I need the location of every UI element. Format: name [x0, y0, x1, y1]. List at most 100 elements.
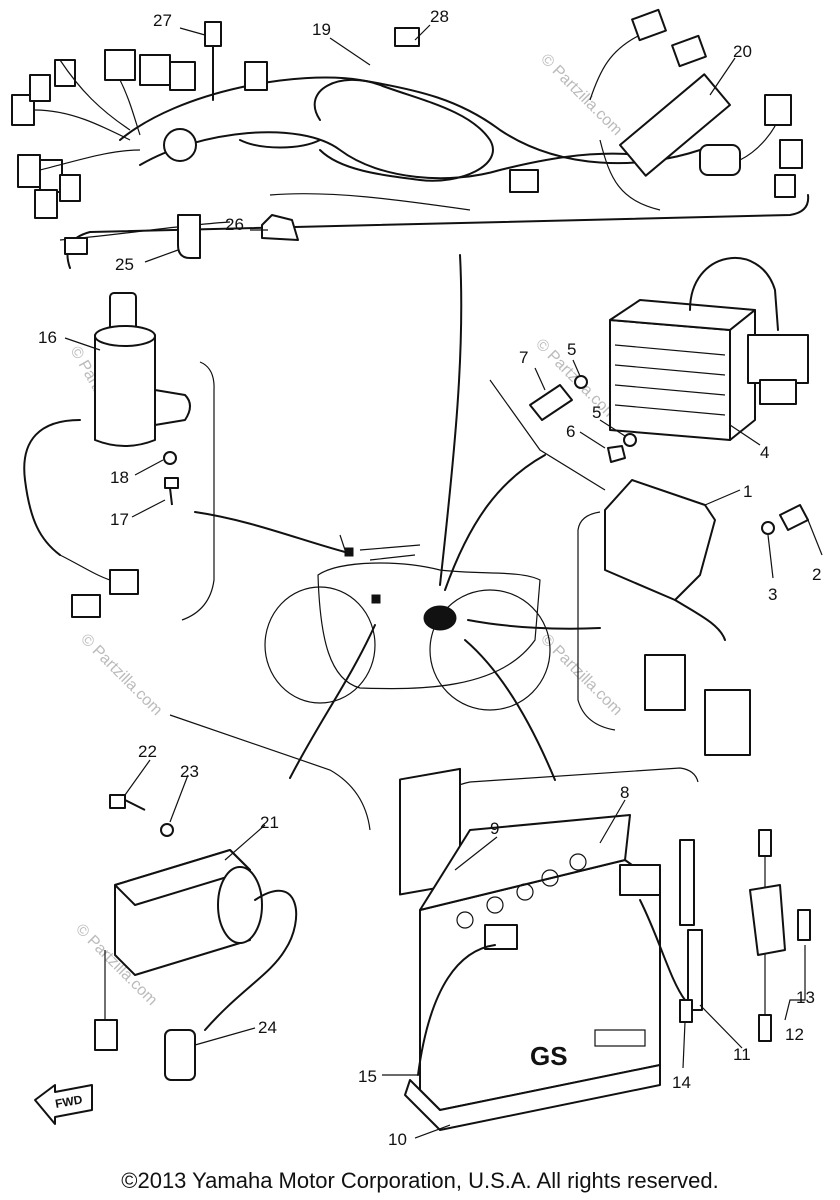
- cdi-cable: [674, 599, 726, 641]
- callout-leaders: [64, 24, 823, 1139]
- connector-e: [59, 174, 81, 202]
- cdi-group-bracket: [577, 511, 616, 731]
- leader-3: [767, 534, 774, 579]
- leader-17: [131, 499, 166, 518]
- connector-j: [169, 61, 196, 91]
- harness-bundle-lower: [139, 131, 641, 180]
- callout-15: 15: [358, 1067, 377, 1086]
- fuse-holder-12: [749, 884, 786, 956]
- battery-cap-4: [541, 869, 559, 887]
- harness-branch-2: [269, 193, 471, 211]
- connector-r5: [774, 174, 796, 198]
- callout-20: 20: [733, 42, 752, 61]
- left-connector-cluster: [11, 49, 268, 255]
- callout-21: 21: [260, 813, 279, 832]
- rectifier-fins: [614, 344, 726, 416]
- callout-10: 10: [388, 1130, 407, 1149]
- callout-26: 26: [225, 215, 244, 234]
- watermark-7: © Partzilla.com: [537, 51, 625, 139]
- leader-10: [414, 1124, 451, 1139]
- callout-18: 18: [110, 468, 129, 487]
- battery-cap-1: [456, 911, 474, 929]
- leader-9: [454, 836, 498, 871]
- switch-connector: [109, 569, 139, 595]
- callout-5a: 5: [567, 340, 576, 359]
- callout-22: 22: [138, 742, 157, 761]
- leader-11: [699, 1004, 743, 1049]
- arrow-battery: [464, 639, 556, 781]
- battery-terminal-2: [619, 864, 661, 896]
- clamp-26: [261, 214, 299, 241]
- cdi-connector-1: [644, 654, 686, 711]
- front-wheel-outline: [264, 586, 376, 704]
- coil-location-mark: [371, 594, 381, 604]
- washer-5-lower: [623, 433, 637, 447]
- leader-25: [144, 249, 179, 263]
- leader-1: [704, 489, 741, 506]
- battery-lead-14: [639, 899, 686, 1001]
- leader-20: [709, 57, 736, 96]
- copyright-notice: ©2013 Yamaha Motor Corporation, U.S.A. A…: [121, 1168, 718, 1193]
- rectifier-cable: [689, 256, 779, 331]
- callout-17: 17: [110, 510, 129, 529]
- callout-27: 27: [153, 11, 172, 30]
- bolt-22: [109, 794, 146, 811]
- battery-lead-15: [417, 944, 496, 1076]
- callout-25: 25: [115, 255, 134, 274]
- main-switch-assembly: [23, 292, 191, 618]
- frame-outline: [317, 562, 541, 690]
- battery-location-dot: [423, 605, 457, 631]
- collar-7: [529, 384, 573, 421]
- callout-3: 3: [768, 585, 777, 604]
- connector-g: [54, 59, 76, 87]
- rectifier-connector: [747, 334, 809, 384]
- connector-a: [11, 94, 35, 126]
- callout-28: 28: [430, 7, 449, 26]
- clip: [394, 27, 420, 47]
- nut-6: [607, 445, 626, 463]
- switch-leads: [59, 554, 111, 581]
- callout-6: 6: [566, 422, 575, 441]
- leader-24: [194, 1027, 256, 1046]
- rectifier-regulator-assembly: [529, 256, 809, 463]
- cdi-unit-assembly: [604, 479, 809, 756]
- cdi-unit-body: [604, 479, 716, 601]
- battery-brand-mark: GS: [530, 1041, 568, 1071]
- callout-1: 1: [743, 482, 752, 501]
- callout-12: 12: [785, 1025, 804, 1044]
- leader-5a: [572, 359, 581, 377]
- callout-8: 8: [620, 783, 629, 802]
- leader-16: [64, 337, 101, 351]
- washer-5-upper: [574, 375, 588, 389]
- leader-8: [599, 799, 626, 844]
- washer-23: [160, 823, 174, 837]
- battery-cap-3: [516, 883, 534, 901]
- coil-connector: [94, 1019, 118, 1051]
- harness-tape: [239, 139, 321, 149]
- watermark-3: © Partzilla.com: [77, 631, 165, 719]
- battery-top: [419, 814, 631, 911]
- harness-branch-3: [599, 139, 661, 211]
- leader-2: [807, 519, 823, 556]
- leader-18: [134, 459, 164, 476]
- battery-model-badge: [594, 1029, 646, 1047]
- battery-tray-10: [404, 1064, 661, 1131]
- connector-l: [64, 237, 88, 255]
- cdi-connector-2: [704, 689, 751, 756]
- callout-9: 9: [490, 819, 499, 838]
- rectifier-plug: [759, 379, 797, 405]
- plug-lead: [204, 889, 298, 1031]
- callout-labels: 1 2 3 4 5 5 6 7 8 9 10 11 12 13 14 15 16…: [38, 7, 821, 1149]
- leader-7: [534, 367, 546, 391]
- watermark-4: © Partzilla.com: [537, 631, 625, 719]
- tube-clip-14: [679, 999, 693, 1023]
- rectifier-body: [609, 319, 731, 441]
- harness-sleeve: [699, 144, 741, 176]
- cluster-wires: [34, 59, 141, 171]
- fuse-holder-end-top: [758, 829, 772, 857]
- connector-b: [17, 154, 41, 188]
- leader-22: [124, 759, 151, 796]
- connector-h: [104, 49, 136, 81]
- arrow-switch: [194, 511, 346, 553]
